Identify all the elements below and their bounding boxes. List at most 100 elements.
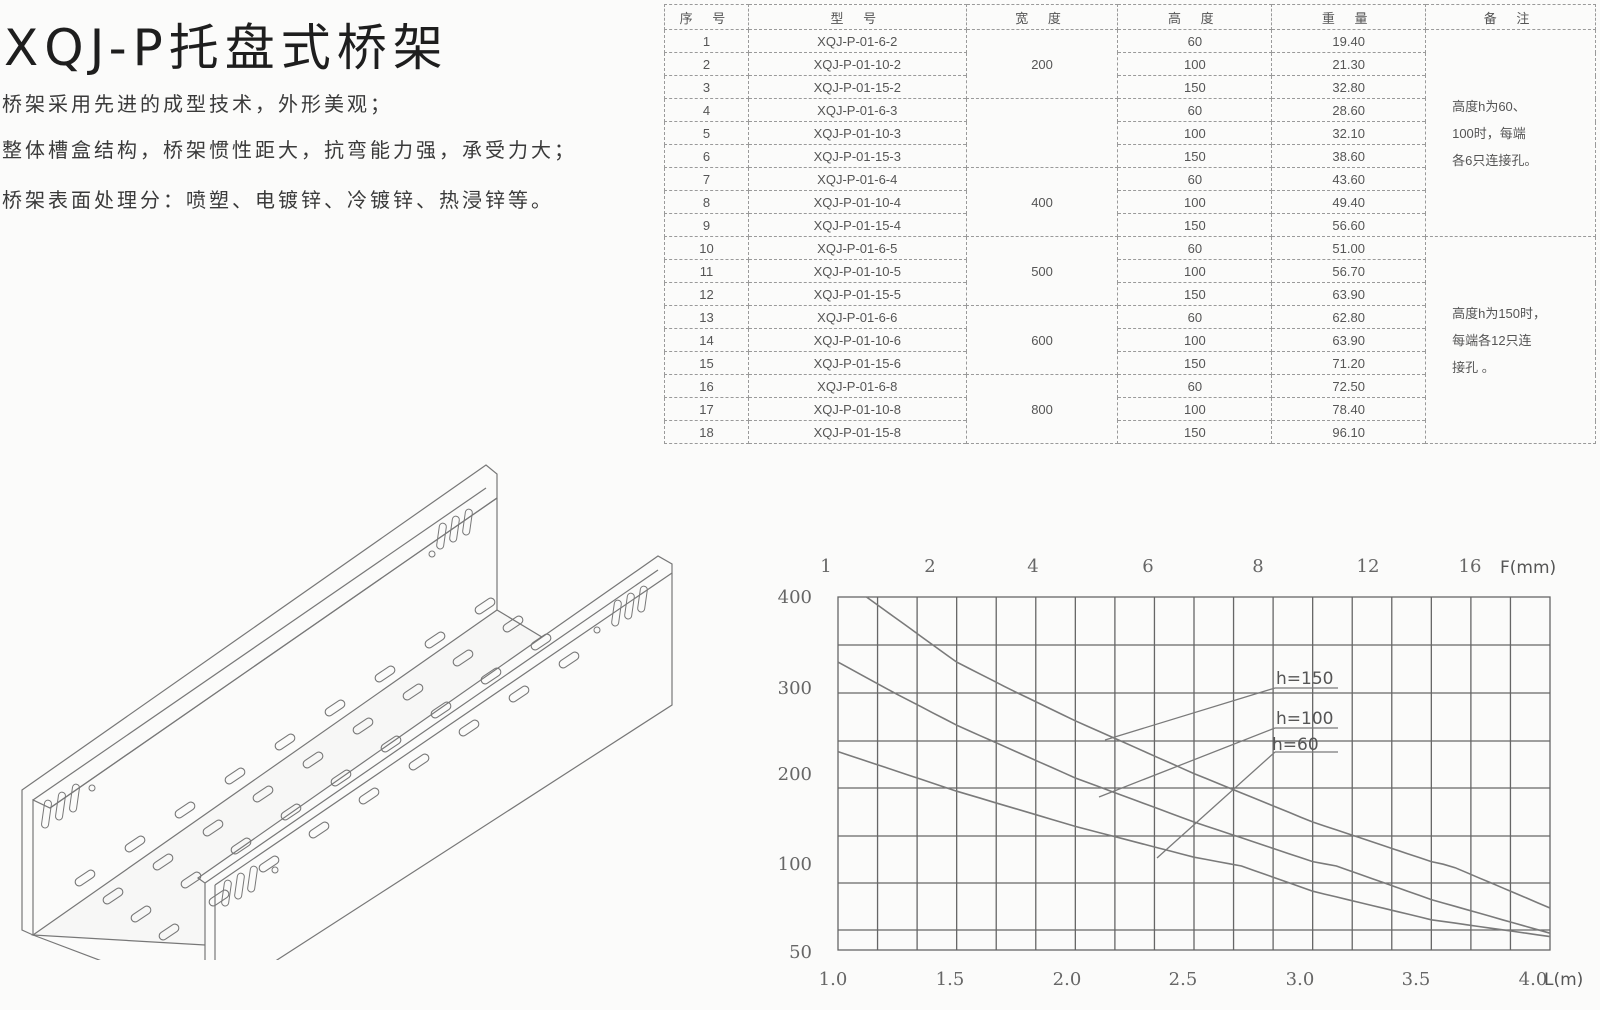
note-line: 高度h为150时， xyxy=(1452,305,1547,321)
x-tick: 1.0 xyxy=(819,969,848,990)
slot-hole-icon xyxy=(480,667,502,685)
curve-h-100 xyxy=(837,661,1551,934)
cell-height: 150 xyxy=(1117,144,1273,168)
cell-weight: 32.10 xyxy=(1271,121,1427,145)
slot-hole-icon xyxy=(224,767,246,785)
cell-no: 17 xyxy=(664,397,749,421)
cell-height: 100 xyxy=(1117,259,1273,283)
header-model: 型 号 xyxy=(747,4,967,30)
slot-hole-icon xyxy=(324,699,346,717)
note-line: 高度h为60、 xyxy=(1452,98,1526,114)
cell-model: XQJ-P-01-10-5 xyxy=(747,259,967,283)
slot-hole-icon xyxy=(352,717,374,735)
cell-model: XQJ-P-01-15-2 xyxy=(747,75,967,99)
x2-axis-label: F(mm) xyxy=(1500,558,1556,578)
slot-hole-icon xyxy=(258,855,280,873)
cell-width: 200 xyxy=(965,29,1119,99)
cell-model: XQJ-P-01-6-3 xyxy=(747,98,967,122)
cell-width: 400 xyxy=(965,167,1119,237)
cell-model: XQJ-P-01-15-5 xyxy=(747,282,967,306)
cell-no: 3 xyxy=(664,75,749,99)
cell-height: 60 xyxy=(1117,167,1273,191)
header-note: 备 注 xyxy=(1425,4,1596,30)
slot-hole-icon xyxy=(430,701,452,719)
slot-hole-icon xyxy=(302,751,324,769)
cell-weight: 63.90 xyxy=(1271,282,1427,306)
cell-no: 13 xyxy=(664,305,749,329)
x-tick: 1.5 xyxy=(936,969,965,990)
slot-hole-icon xyxy=(102,887,124,905)
header-weight: 重 量 xyxy=(1271,4,1427,30)
cell-weight: 78.40 xyxy=(1271,397,1427,421)
x-tick: 3.5 xyxy=(1402,969,1431,990)
cell-height: 150 xyxy=(1117,282,1273,306)
slot-hole-icon xyxy=(402,683,424,701)
x2-tick: 12 xyxy=(1357,556,1380,577)
cable-tray-illustration xyxy=(21,464,673,960)
x2-tick: 4 xyxy=(1027,556,1038,577)
description-line: 桥架表面处理分：喷塑、电镀锌、冷镀锌、热浸锌等。 xyxy=(2,188,554,212)
cell-model: XQJ-P-01-15-3 xyxy=(747,144,967,168)
cell-weight: 28.60 xyxy=(1271,98,1427,122)
x2-tick: 2 xyxy=(924,556,935,577)
slot-hole-icon xyxy=(358,787,380,805)
cell-no: 4 xyxy=(664,98,749,122)
cell-weight: 72.50 xyxy=(1271,374,1427,398)
y-tick: 100 xyxy=(778,854,812,875)
cell-height: 100 xyxy=(1117,190,1273,214)
cell-height: 150 xyxy=(1117,351,1273,375)
cell-weight: 32.80 xyxy=(1271,75,1427,99)
slot-hole-icon xyxy=(558,651,580,669)
note-line: 每端各12只连 xyxy=(1452,332,1532,348)
cell-height: 60 xyxy=(1117,98,1273,122)
cell-model: XQJ-P-01-10-2 xyxy=(747,52,967,76)
x-tick: 2.0 xyxy=(1053,969,1082,990)
cell-no: 12 xyxy=(664,282,749,306)
cell-weight: 71.20 xyxy=(1271,351,1427,375)
slot-hole-icon xyxy=(424,631,446,649)
label-h60: h=60 xyxy=(1272,735,1319,755)
cell-height: 100 xyxy=(1117,52,1273,76)
cell-model: XQJ-P-01-6-4 xyxy=(747,167,967,191)
cell-weight: 51.00 xyxy=(1271,236,1427,260)
cell-height: 100 xyxy=(1117,121,1273,145)
cell-no: 1 xyxy=(664,29,749,53)
note-line: 接孔 。 xyxy=(1452,359,1495,375)
y-tick: 300 xyxy=(778,678,812,699)
cell-no: 15 xyxy=(664,351,749,375)
cell-height: 100 xyxy=(1117,397,1273,421)
x2-tick: 1 xyxy=(820,556,831,577)
cell-width: 600 xyxy=(965,305,1119,375)
cell-model: XQJ-P-01-15-4 xyxy=(747,213,967,237)
cell-model: XQJ-P-01-6-8 xyxy=(747,374,967,398)
cell-weight: 63.90 xyxy=(1271,328,1427,352)
cell-height: 60 xyxy=(1117,236,1273,260)
slot-hole-icon xyxy=(408,753,430,771)
slot-hole-icon xyxy=(508,685,530,703)
page-title: XQJ-P托盘式桥架 xyxy=(4,19,449,77)
cell-no: 5 xyxy=(664,121,749,145)
cell-height: 150 xyxy=(1117,75,1273,99)
cell-no: 18 xyxy=(664,420,749,444)
x2-tick: 8 xyxy=(1252,556,1263,577)
cell-width xyxy=(965,98,1119,168)
cell-height: 60 xyxy=(1117,305,1273,329)
slot-hole-icon xyxy=(158,923,180,941)
cell-no: 14 xyxy=(664,328,749,352)
cell-weight: 38.60 xyxy=(1271,144,1427,168)
cell-note: 高度h为150时， 每端各12只连接孔 。 xyxy=(1425,236,1596,444)
label-h100: h=100 xyxy=(1276,709,1333,729)
slot-hole-icon xyxy=(174,801,196,819)
cell-model: XQJ-P-01-10-6 xyxy=(747,328,967,352)
cell-weight: 49.40 xyxy=(1271,190,1427,214)
slot-hole-icon xyxy=(452,649,474,667)
slot-hole-icon xyxy=(374,665,396,683)
cell-no: 11 xyxy=(664,259,749,283)
